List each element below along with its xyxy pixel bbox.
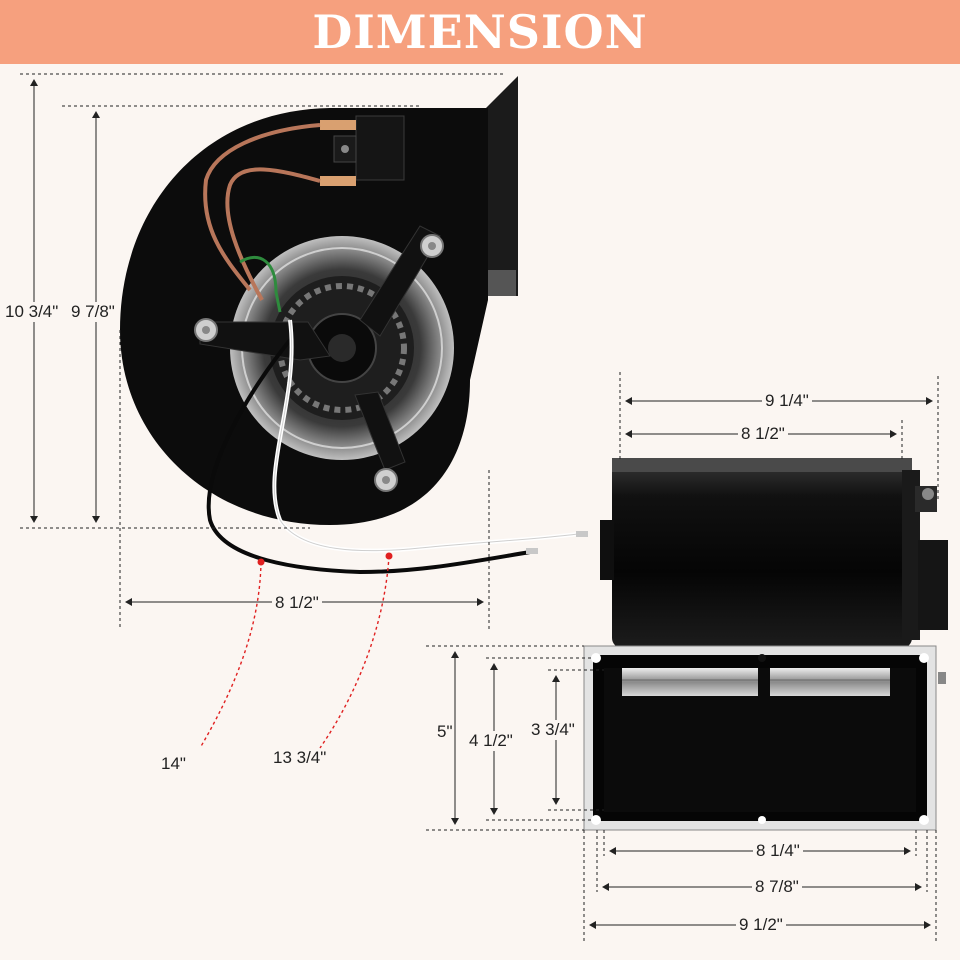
diagram-title: DIMENSION bbox=[312, 5, 648, 59]
label-outlet-opening-width: 8 1/4" bbox=[753, 841, 803, 861]
label-outlet-flange-width: 9 1/2" bbox=[736, 915, 786, 935]
label-side-body-depth: 8 1/2" bbox=[738, 424, 788, 444]
label-height-overall: 10 3/4" bbox=[2, 302, 62, 322]
label-outlet-mid-width: 8 7/8" bbox=[752, 877, 802, 897]
side-view-outlet bbox=[583, 645, 946, 831]
label-outlet-height-mid: 4 1/2" bbox=[466, 731, 516, 751]
label-front-width: 8 1/2" bbox=[272, 593, 322, 613]
label-white-wire-length: 13 3/4" bbox=[273, 748, 327, 767]
title-banner: DIMENSION bbox=[0, 0, 960, 64]
label-outlet-opening-height: 3 3/4" bbox=[528, 720, 578, 740]
front-view-housing bbox=[120, 76, 588, 749]
label-black-wire-length: 14" bbox=[161, 754, 186, 773]
side-view-blower bbox=[600, 458, 948, 648]
label-side-overall-depth: 9 1/4" bbox=[762, 391, 812, 411]
label-outlet-flange-height: 5" bbox=[437, 722, 453, 741]
label-height-housing: 9 7/8" bbox=[68, 302, 118, 322]
